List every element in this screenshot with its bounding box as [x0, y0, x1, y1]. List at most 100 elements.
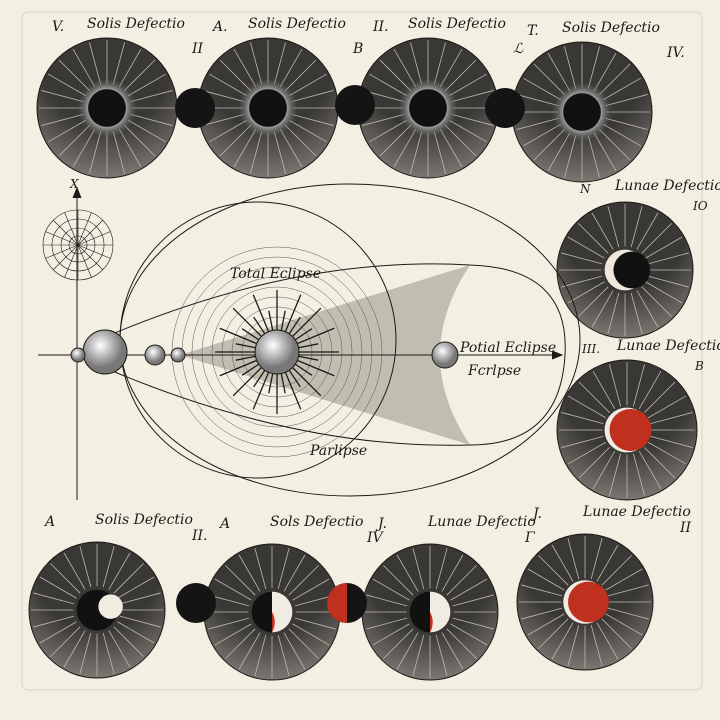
disc-ray	[578, 286, 609, 317]
solar-eclipse-disc	[357, 37, 499, 179]
disc-ray	[225, 628, 256, 659]
plate-mark: IV	[366, 530, 385, 546]
disc-ray	[650, 435, 693, 448]
disc-ray	[283, 554, 306, 592]
disc-ray	[379, 59, 411, 91]
disc-ray	[521, 607, 563, 620]
disc-ray	[592, 370, 616, 409]
disc-ray	[433, 131, 446, 174]
disc-ray	[592, 451, 616, 490]
plate-number: J.	[530, 506, 542, 522]
disc-ray	[233, 48, 257, 87]
disc-ray	[108, 552, 131, 590]
disc-ray	[521, 584, 563, 597]
plate-mark: IO	[692, 199, 708, 213]
disc-ray	[603, 123, 642, 147]
disc-ray	[645, 236, 683, 259]
disc-ray	[410, 131, 423, 174]
plate-number: N	[579, 182, 591, 196]
disc-ray	[564, 135, 577, 178]
disc-ray	[128, 73, 167, 97]
disc-ray	[112, 131, 125, 174]
disc-ray	[601, 618, 632, 649]
disc-ray	[33, 592, 75, 605]
disc-ray	[446, 628, 477, 659]
compass-rose	[42, 209, 114, 281]
disc-ray	[277, 548, 290, 590]
disc-ray	[273, 42, 286, 85]
small-body	[170, 347, 186, 363]
disc-ray	[379, 125, 411, 157]
plate-mark: II	[191, 41, 204, 57]
disc-ray	[433, 42, 446, 85]
disc-ray	[551, 544, 574, 582]
label-partial-eclipse: Potial Eclipse	[459, 340, 556, 356]
disc-ray	[587, 135, 600, 178]
earth	[82, 329, 128, 375]
disc-ray	[279, 48, 303, 87]
disc-ray	[603, 77, 642, 101]
label-fcrlpse: Fcrlpse	[467, 363, 521, 379]
disc-ray	[439, 48, 463, 87]
disc-ray	[445, 125, 477, 157]
lunar-eclipse-disc	[556, 359, 698, 501]
plate-title: Solis Defectio	[562, 20, 660, 36]
plate-mark: II.	[191, 528, 208, 544]
disc-ray	[118, 48, 142, 87]
disc-ray	[366, 594, 408, 607]
plate-title: Solis Defectio	[87, 16, 185, 32]
disc-ray	[596, 544, 619, 582]
disc-ray	[547, 133, 571, 172]
disc-ray	[79, 546, 92, 588]
disc-ray	[591, 212, 614, 250]
disc-ray	[285, 59, 317, 91]
disc-ray	[291, 113, 334, 126]
plate-number: II.	[372, 19, 389, 35]
disc-ray	[599, 63, 631, 95]
cone-envelope	[109, 263, 566, 446]
disc-ray	[587, 46, 600, 89]
disc-ray	[451, 113, 494, 126]
disc-ray	[446, 565, 477, 596]
disc-ray	[644, 381, 676, 413]
moon-disc	[563, 93, 601, 131]
plate-mark: Γ	[524, 530, 536, 546]
disc-ray	[124, 59, 156, 91]
disc-ray	[219, 59, 251, 91]
disc-ray	[593, 133, 617, 172]
axis-arrow-icon	[551, 350, 564, 360]
disc-ray	[63, 552, 86, 590]
disc-ray	[605, 613, 643, 636]
eclipse-dot	[485, 88, 525, 128]
disc-ray	[393, 129, 417, 168]
disc-ray	[599, 129, 631, 161]
disc-ray	[632, 364, 645, 407]
disc-ray	[590, 624, 603, 666]
disc-ray	[439, 129, 463, 168]
eclipse-discs	[28, 37, 698, 681]
disc-ray	[289, 119, 328, 143]
disc-ray	[289, 73, 328, 97]
disc-ray	[412, 634, 425, 676]
disc-ray	[609, 364, 622, 407]
disc-ray	[225, 565, 256, 596]
plate-number: T.	[527, 23, 539, 39]
disc-ray	[368, 119, 407, 143]
disc-ray	[522, 77, 561, 101]
disc-ray	[372, 578, 410, 601]
moon-disc	[88, 89, 126, 127]
sun	[254, 329, 300, 375]
disc-ray	[650, 412, 693, 425]
eclipse-dot	[175, 88, 215, 128]
disc-ray	[39, 576, 77, 599]
plate-title: Lunae Defectio	[582, 504, 691, 520]
disc-ray	[292, 578, 330, 601]
disc-ray	[113, 626, 144, 657]
disc-ray	[435, 634, 448, 676]
disc-ray	[47, 119, 86, 143]
disc-ray	[288, 565, 319, 596]
plate-number: J.	[375, 516, 387, 532]
eclipse-disc	[203, 543, 341, 681]
disc-ray	[567, 624, 580, 666]
disc-ray	[58, 125, 90, 157]
